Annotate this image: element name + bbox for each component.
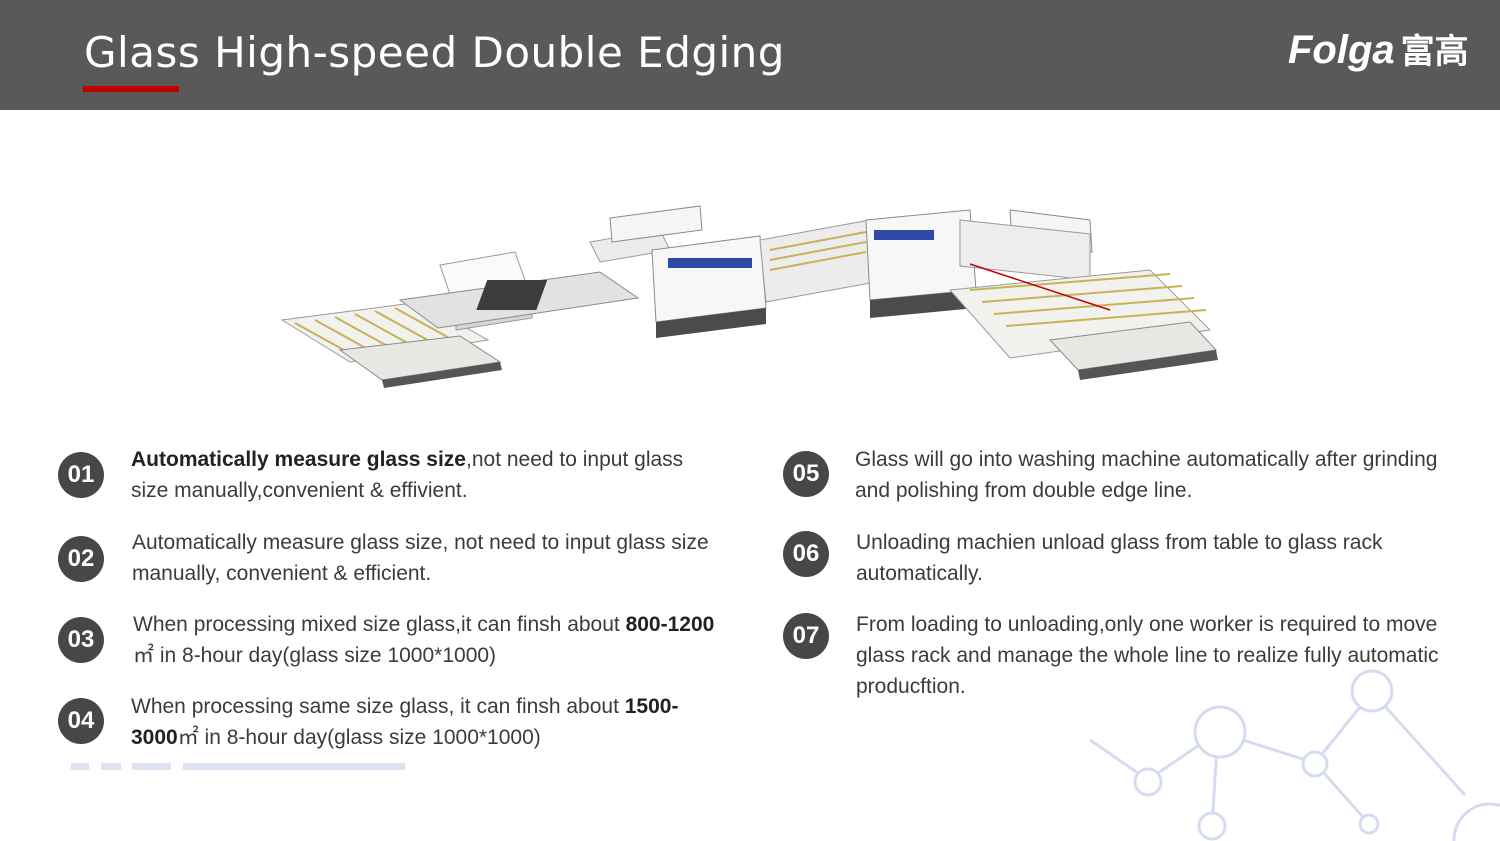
feature-text-bold: 800-1200 bbox=[625, 613, 715, 636]
decorative-network-graphic bbox=[1089, 669, 1500, 841]
feature-text: From loading to unloading,only one worke… bbox=[856, 613, 1439, 698]
feature-text-post: ㎡ in 8-hour day(glass size 1000*1000) bbox=[177, 726, 541, 749]
feature-text-bold: 1500-3000 bbox=[131, 695, 679, 749]
feature-number-badge: 01 bbox=[58, 452, 104, 498]
logo-text: Folga bbox=[1288, 28, 1395, 72]
feature-text: Automatically measure glass size,not nee… bbox=[131, 444, 721, 506]
feature-text-bold: Automatically measure glass size bbox=[131, 448, 466, 471]
feature-text: When processing same size glass, it can … bbox=[131, 691, 711, 753]
feature-text-rest: ,not need to input glass size manually,c… bbox=[131, 448, 684, 502]
feature-number-badge: 04 bbox=[58, 698, 104, 744]
feature-text: Glass will go into washing machine autom… bbox=[855, 448, 1438, 502]
feature-text: Unloading machien unload glass from tabl… bbox=[856, 531, 1383, 585]
decorative-dash bbox=[183, 763, 405, 770]
feature-text-pre: When processing same size glass, it can … bbox=[131, 695, 625, 718]
feature-text-pre: When processing mixed size glass,it can … bbox=[133, 613, 626, 636]
page-title: Glass High-speed Double Edging bbox=[84, 28, 785, 77]
logo-chinese: 富高 bbox=[1400, 33, 1469, 71]
decorative-dash bbox=[71, 763, 89, 770]
decorative-dash bbox=[132, 763, 171, 770]
feature-number-badge: 02 bbox=[58, 536, 104, 582]
feature-number-badge: 03 bbox=[58, 617, 104, 663]
double-edging-line-illustration bbox=[280, 205, 1218, 388]
feature-number-badge: 07 bbox=[783, 613, 829, 659]
title-underline bbox=[83, 86, 179, 92]
feature-number-badge: 06 bbox=[783, 531, 829, 577]
feature-text-post: ㎡ in 8-hour day(glass size 1000*1000) bbox=[133, 644, 497, 667]
feature-number-badge: 05 bbox=[783, 451, 829, 497]
feature-text: Automatically measure glass size, not ne… bbox=[132, 531, 709, 585]
decorative-dash bbox=[101, 763, 121, 770]
feature-text: When processing mixed size glass,it can … bbox=[133, 609, 733, 671]
